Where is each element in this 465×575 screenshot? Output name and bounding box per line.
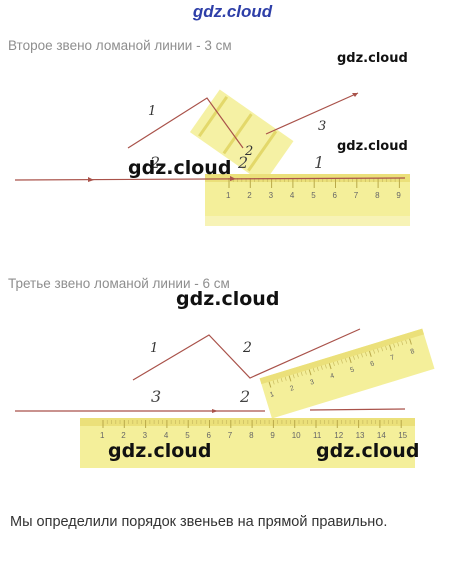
ruler-tick — [409, 338, 412, 345]
ruler-tick-label: 3 — [143, 431, 148, 440]
ruler-minor-tick — [381, 347, 384, 352]
ruler-tick-label: 13 — [356, 431, 365, 440]
ruler-minor-tick — [385, 346, 388, 351]
straight-line-2b — [309, 408, 406, 411]
tilted-ruler-2: 1 2 3 4 5 6 7 8 — [259, 328, 435, 419]
line-label-a: 2 — [149, 153, 160, 172]
ruler-tick-label: 5 — [185, 431, 190, 440]
line-label-c: 1 — [314, 153, 324, 172]
ruler-tick-label: 4 — [290, 191, 295, 200]
ruler-tick-label: 6 — [207, 431, 212, 440]
line-label-b: 2 — [237, 153, 248, 172]
ruler-minor-tick — [393, 343, 396, 348]
ruler-tick — [268, 381, 272, 388]
ruler-minor-tick — [304, 370, 307, 375]
ruler-minor-tick — [312, 368, 315, 373]
ruler-minor-tick — [341, 359, 343, 364]
straight-line-1 — [14, 177, 406, 181]
ruler-minor-tick — [337, 360, 339, 365]
ruler-tick-label: 9 — [396, 191, 401, 200]
ruler-minor-tick — [365, 352, 367, 357]
ruler-minor-tick — [377, 348, 380, 353]
ruler-minor-tick — [401, 341, 404, 346]
line-label-a: 3 — [151, 387, 161, 406]
watermark-3: gdz.cloud — [128, 157, 232, 179]
ruler-tick-label: 8 — [249, 431, 254, 440]
ruler-tick-label: 2 — [247, 191, 252, 200]
watermark-5: gdz.cloud — [108, 440, 212, 462]
ruler-tick-label: 1 — [100, 431, 105, 440]
ruler-tick-label: 1 — [269, 391, 275, 399]
ruler-tick-label: 2 — [121, 431, 126, 440]
segment-label-1: 1 — [150, 341, 158, 356]
watermark-2: gdz.cloud — [337, 139, 408, 154]
ruler-minor-tick — [345, 358, 347, 363]
ruler-tick-label: 4 — [329, 373, 335, 381]
ruler-tick-label: 11 — [313, 431, 322, 440]
ruler-tick — [288, 375, 292, 382]
ruler-minor-tick — [324, 364, 327, 369]
ruler-1: 1 2 3 4 5 6 7 8 9 — [205, 174, 410, 226]
ruler-minor-tick — [316, 366, 319, 371]
ruler-tick — [308, 369, 312, 376]
conclusion-text: Мы определили порядок звеньев на прямой … — [10, 514, 388, 530]
segment-label-1: 1 — [148, 104, 156, 119]
ruler-tick-label: 4 — [164, 431, 169, 440]
ruler-minor-tick — [280, 377, 283, 382]
ruler-tick — [348, 357, 352, 364]
ruler-tick-label: 14 — [377, 431, 386, 440]
ruler-minor-tick — [373, 349, 375, 354]
ruler-tick-label: 7 — [390, 354, 396, 362]
segment-label-3: 3 — [318, 119, 326, 134]
ruler-minor-tick — [272, 380, 275, 385]
line-label-b: 2 — [239, 387, 250, 406]
ruler-tick-label: 3 — [309, 379, 315, 387]
ruler-minor-tick — [300, 371, 303, 376]
ruler-tick-label: 5 — [311, 191, 316, 200]
ruler-tick-label: 10 — [292, 431, 301, 440]
ruler-minor-tick — [296, 373, 299, 378]
ruler-minor-tick — [353, 355, 355, 360]
ruler-tick — [328, 363, 332, 370]
broken-line-1 — [127, 97, 244, 149]
ruler-tick-label: 1 — [226, 191, 231, 200]
ruler-tick-label: 15 — [398, 431, 407, 440]
ruler-minor-tick — [405, 339, 408, 344]
ruler-tick-label: 6 — [370, 360, 376, 368]
ruler-tick-label: 7 — [228, 431, 233, 440]
ruler-minor-tick — [320, 365, 323, 370]
ruler-tick-label: 8 — [410, 348, 416, 356]
ruler-tick — [368, 350, 372, 357]
ruler-minor-tick — [332, 361, 335, 367]
ruler-minor-tick — [397, 342, 400, 347]
broken-line-2 — [132, 328, 361, 381]
watermark-6: gdz.cloud — [316, 440, 420, 462]
tilted-ruler-1 — [189, 89, 294, 184]
watermark-4: gdz.cloud — [176, 288, 280, 310]
watermark-1: gdz.cloud — [337, 51, 408, 66]
ruler-tick — [389, 344, 392, 351]
ruler-tick-label: 6 — [333, 191, 338, 200]
section-2-caption: Третье звено ломаной линии - 6 см — [8, 276, 230, 291]
ruler-minor-tick — [361, 353, 363, 358]
ruler-minor-tick — [276, 379, 279, 384]
ruler-tick-label: 5 — [349, 366, 355, 374]
ruler-tick-label: 9 — [270, 431, 275, 440]
section-1-drawing: 1 2 3 4 5 6 7 8 9 1 2 3 2 2 1 — [14, 89, 410, 226]
ruler-minor-tick — [292, 374, 295, 379]
segment-label-2: 2 — [244, 144, 253, 159]
ruler-tick-label: 12 — [334, 431, 343, 440]
ruler-tick-label: 7 — [354, 191, 359, 200]
section-1-caption: Второе звено ломаной линии - 3 см — [8, 38, 232, 53]
segment-label-2: 2 — [242, 340, 252, 356]
ruler-tick-label: 8 — [375, 191, 380, 200]
ruler-tick-label: 3 — [269, 191, 274, 200]
ruler-tick-label: 2 — [289, 385, 295, 393]
ruler-minor-tick — [284, 376, 287, 381]
site-title[interactable]: gdz.cloud — [192, 2, 273, 21]
segment-3-line — [265, 92, 359, 135]
ruler-minor-tick — [357, 354, 359, 359]
